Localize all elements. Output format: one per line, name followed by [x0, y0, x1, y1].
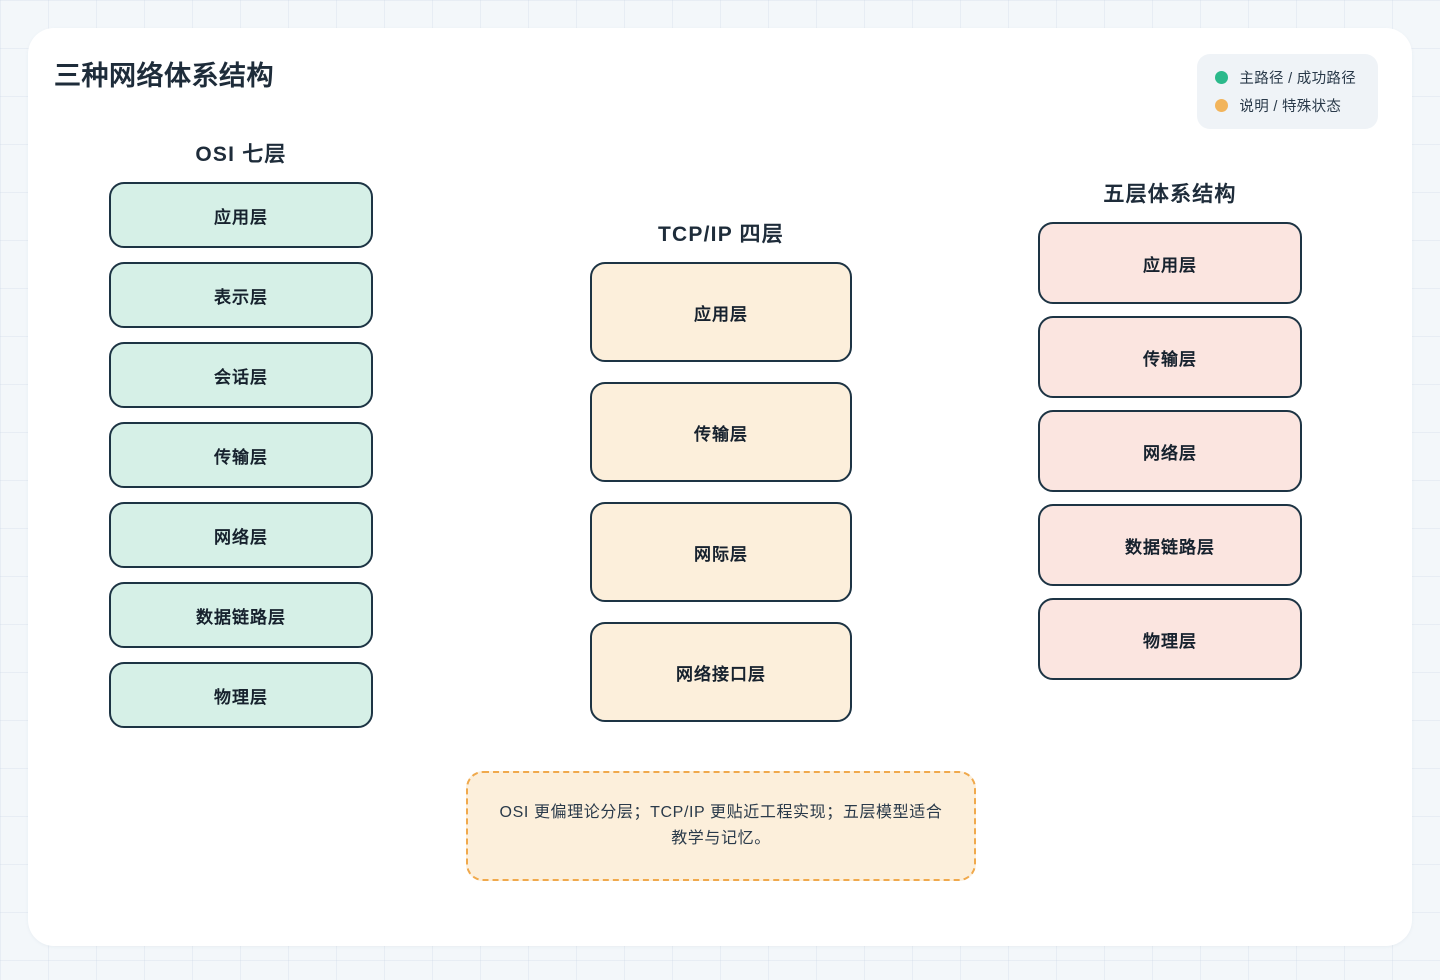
layer-box[interactable]: 传输层	[109, 422, 373, 488]
legend-panel: 主路径 / 成功路径 说明 / 特殊状态	[1197, 54, 1378, 129]
column-tcpip: TCP/IP 四层 应用层 传输层 网际层 网络接口层	[590, 218, 852, 722]
layer-box[interactable]: 应用层	[590, 262, 852, 362]
layer-box[interactable]: 应用层	[109, 182, 373, 248]
legend-item-main-path: 主路径 / 成功路径	[1215, 67, 1356, 88]
layer-box[interactable]: 传输层	[590, 382, 852, 482]
page-title: 三种网络体系结构	[54, 61, 274, 91]
legend-item-note-state: 说明 / 特殊状态	[1215, 95, 1356, 116]
layer-box[interactable]: 表示层	[109, 262, 373, 328]
layer-stack-tcpip: 应用层 传输层 网际层 网络接口层	[590, 262, 852, 722]
layer-box[interactable]: 数据链路层	[1038, 504, 1302, 586]
layer-box[interactable]: 网络层	[1038, 410, 1302, 492]
layer-box[interactable]: 应用层	[1038, 222, 1302, 304]
column-title-five-layer: 五层体系结构	[1103, 183, 1237, 206]
layer-box[interactable]: 网络接口层	[590, 622, 852, 722]
column-title-tcpip: TCP/IP 四层	[658, 223, 784, 246]
legend-label-main-path: 主路径 / 成功路径	[1239, 71, 1356, 87]
layer-box[interactable]: 网际层	[590, 502, 852, 602]
layer-box[interactable]: 传输层	[1038, 316, 1302, 398]
column-title-osi: OSI 七层	[195, 143, 287, 166]
layer-box[interactable]: 网络层	[109, 502, 373, 568]
layer-stack-five-layer: 应用层 传输层 网络层 数据链路层 物理层	[1038, 222, 1302, 680]
column-osi: OSI 七层 应用层 表示层 会话层 传输层 网络层 数据链路层 物理层	[109, 138, 373, 728]
layer-box[interactable]: 物理层	[109, 662, 373, 728]
footnote-box: OSI 更偏理论分层；TCP/IP 更贴近工程实现；五层模型适合教学与记忆。	[466, 771, 976, 881]
layer-box[interactable]: 数据链路层	[109, 582, 373, 648]
diagram-card: 三种网络体系结构 主路径 / 成功路径 说明 / 特殊状态 OSI 七层 应用层…	[28, 28, 1412, 946]
layer-box[interactable]: 物理层	[1038, 598, 1302, 680]
footnote-text: OSI 更偏理论分层；TCP/IP 更贴近工程实现；五层模型适合教学与记忆。	[499, 803, 943, 847]
legend-label-note-state: 说明 / 特殊状态	[1239, 99, 1342, 115]
legend-dot-green-icon	[1215, 71, 1229, 84]
layer-box[interactable]: 会话层	[109, 342, 373, 408]
layer-stack-osi: 应用层 表示层 会话层 传输层 网络层 数据链路层 物理层	[109, 182, 373, 728]
legend-dot-orange-icon	[1215, 99, 1229, 112]
column-five-layer: 五层体系结构 应用层 传输层 网络层 数据链路层 物理层	[1038, 178, 1302, 680]
